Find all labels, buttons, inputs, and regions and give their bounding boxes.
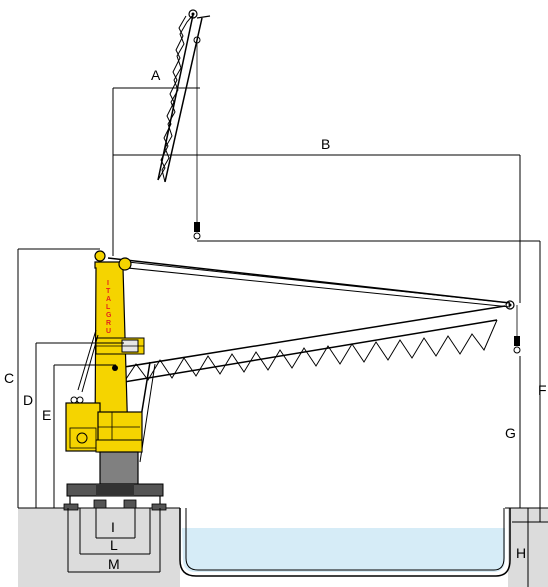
dim-label-g: G [505, 425, 516, 441]
dim-label-d: D [23, 392, 33, 408]
brand-lettering: I T A L G R U [106, 280, 113, 335]
dim-label-b: B [321, 136, 330, 152]
crane-tower: I T A L G R U [65, 250, 145, 453]
dim-label-c: C [4, 370, 14, 386]
dimension-label-group: A B C D E F G H I L M [4, 67, 547, 572]
dim-label-i: I [111, 519, 115, 535]
dim-label-e: E [42, 407, 51, 423]
dim-label-m: M [108, 556, 120, 572]
dim-label-a: A [151, 67, 161, 83]
dim-label-f: F [538, 382, 547, 398]
dim-label-l: L [110, 537, 118, 553]
dimension-lines [17, 87, 548, 587]
water-basin [179, 508, 511, 577]
dim-label-h: H [516, 545, 526, 561]
undercarriage [63, 451, 167, 511]
working-boom [107, 257, 521, 463]
raised-boom [157, 9, 211, 240]
